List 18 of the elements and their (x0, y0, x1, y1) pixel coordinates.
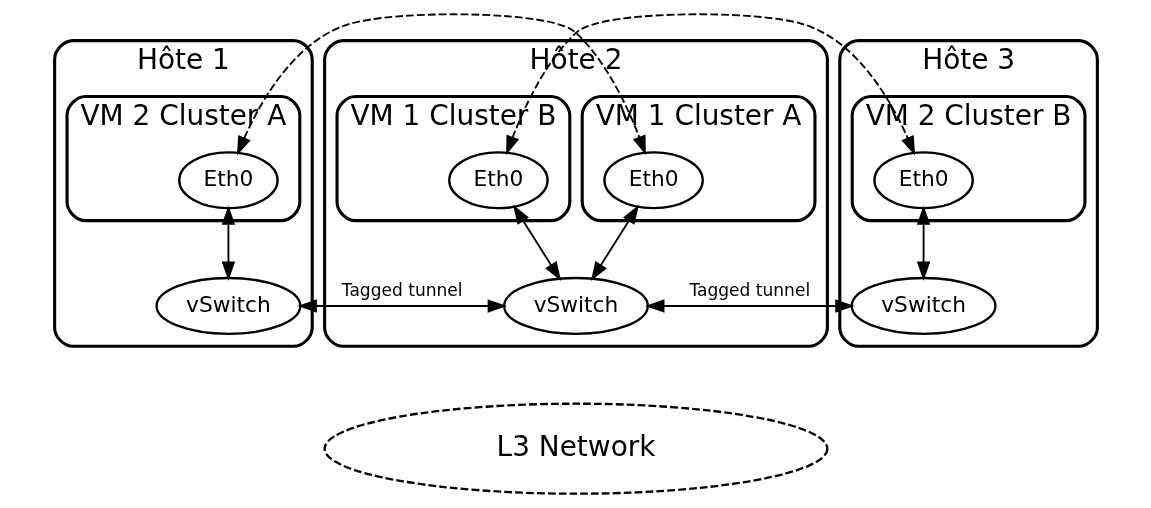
arrow (236, 13, 646, 156)
node-ellipse: Eth0 (872, 151, 974, 210)
node-ellipse: Eth0 (177, 151, 279, 210)
arrow (505, 13, 915, 156)
node-ellipse: vSwitch (850, 276, 997, 336)
node-ellipse: Eth0 (602, 151, 704, 210)
node-ellipse: vSwitch (154, 276, 301, 336)
arrow (221, 205, 235, 281)
node-ellipse: Eth0 (447, 151, 549, 210)
edge-label: Tagged tunnel (688, 280, 810, 301)
edge-label: Tagged tunnel (341, 280, 463, 301)
arrow (512, 204, 561, 281)
arrow (297, 299, 507, 313)
node-ellipse: L3 Network (322, 402, 829, 495)
node-ellipse: vSwitch (502, 276, 649, 336)
arrow (644, 299, 854, 313)
arrow (916, 205, 930, 281)
arrow (590, 204, 639, 281)
